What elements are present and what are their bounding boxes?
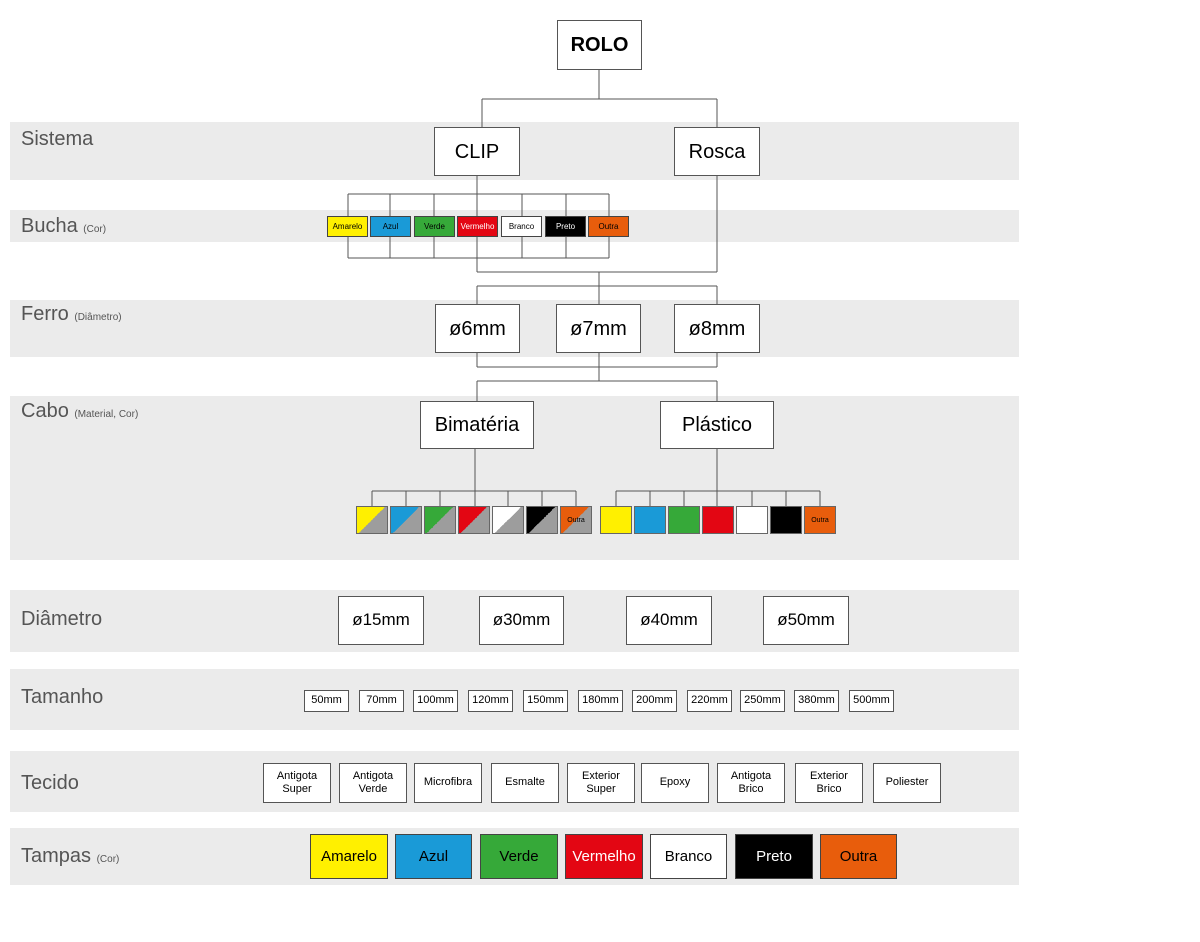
plastico-swatch-amarelo <box>600 506 632 534</box>
tamanho-150mm: 150mm <box>523 690 568 712</box>
tecido-exterior-super: Exterior Super <box>567 763 635 803</box>
diametro-15mm-box: ø15mm <box>338 596 424 645</box>
sistema-rosca-box: Rosca <box>674 127 760 176</box>
tamanho-220mm: 220mm <box>687 690 732 712</box>
tamanho-50mm: 50mm <box>304 690 349 712</box>
sistema-clip-box: CLIP <box>434 127 520 176</box>
bucha-vermelho: Vermelho <box>457 216 498 237</box>
diametro-label: Diâmetro <box>21 608 103 630</box>
tecido-label: Tecido <box>21 772 79 794</box>
plastico-swatch-branco <box>736 506 768 534</box>
tamanho-100mm: 100mm <box>413 690 458 712</box>
rolo-text: ROLO <box>570 34 629 56</box>
tampas-label: Tampas (Cor) <box>21 845 120 867</box>
bucha-preto: Preto <box>545 216 586 237</box>
bimateria-swatch-verde <box>424 506 456 534</box>
tecido-antigota-super: Antigota Super <box>263 763 331 803</box>
diametro-30mm-box: ø30mm <box>479 596 564 645</box>
cabo-label: Cabo (Material, Cor) <box>21 400 139 422</box>
plastico-swatch-outra: Outra <box>804 506 836 534</box>
cabo-plastico-box: Plástico <box>660 401 774 449</box>
plastico-swatch-vermelho <box>702 506 734 534</box>
bimateria-swatch-azul <box>390 506 422 534</box>
tecido-esmalte: Esmalte <box>491 763 559 803</box>
sistema-label: Sistema <box>21 128 94 150</box>
tamanho-500mm: 500mm <box>849 690 894 712</box>
tampa-azul: Azul <box>395 834 472 879</box>
bucha-amarelo: Amarelo <box>327 216 368 237</box>
tamanho-380mm: 380mm <box>794 690 839 712</box>
ferro-6mm-box: ø6mm <box>435 304 520 353</box>
plastico-swatch-verde <box>668 506 700 534</box>
tecido-poliester: Poliester <box>873 763 941 803</box>
tampa-amarelo: Amarelo <box>310 834 388 879</box>
bucha-label: Bucha (Cor) <box>21 215 107 237</box>
bucha-branco: Branco <box>501 216 542 237</box>
plastico-swatch-preto <box>770 506 802 534</box>
tampa-outra: Outra <box>820 834 897 879</box>
tamanho-250mm: 250mm <box>740 690 785 712</box>
tamanho-200mm: 200mm <box>632 690 677 712</box>
diametro-50mm-box: ø50mm <box>763 596 849 645</box>
tecido-epoxy: Epoxy <box>641 763 709 803</box>
plastico-swatch-azul <box>634 506 666 534</box>
ferro-label: Ferro (Diâmetro) <box>21 303 122 325</box>
tecido-microfibra: Microfibra <box>414 763 482 803</box>
ferro-8mm-box: ø8mm <box>674 304 760 353</box>
cabo-bimateria-box: Bimatéria <box>420 401 534 449</box>
ferro-7mm-box: ø7mm <box>556 304 641 353</box>
bimateria-swatch-vermelho <box>458 506 490 534</box>
sistema-clip-text: CLIP <box>454 140 500 163</box>
sistema-rosca-text: Rosca <box>688 140 746 163</box>
bimateria-outra-label: Outra <box>567 516 585 524</box>
tampa-verde: Verde <box>480 834 558 879</box>
bimateria-swatch-amarelo <box>356 506 388 534</box>
tamanho-120mm: 120mm <box>468 690 513 712</box>
bimateria-swatch-preto <box>526 506 558 534</box>
tampa-vermelho: Vermelho <box>565 834 643 879</box>
tecido-antigota-verde: Antigota Verde <box>339 763 407 803</box>
bucha-verde: Verde <box>414 216 455 237</box>
tamanho-180mm: 180mm <box>578 690 623 712</box>
tamanho-label: Tamanho <box>21 686 104 708</box>
plastico-outra-label: Outra <box>811 516 829 524</box>
tampa-preto: Preto <box>735 834 813 879</box>
rolo-box: ROLO <box>557 20 642 70</box>
bimateria-swatch-branco <box>492 506 524 534</box>
bucha-azul: Azul <box>370 216 411 237</box>
tampa-branco: Branco <box>650 834 727 879</box>
bimateria-swatch-outra: Outra <box>560 506 592 534</box>
diametro-40mm-box: ø40mm <box>626 596 712 645</box>
bucha-outra: Outra <box>588 216 629 237</box>
tecido-exterior-brico: Exterior Brico <box>795 763 863 803</box>
tecido-antigota-brico: Antigota Brico <box>717 763 785 803</box>
tamanho-70mm: 70mm <box>359 690 404 712</box>
